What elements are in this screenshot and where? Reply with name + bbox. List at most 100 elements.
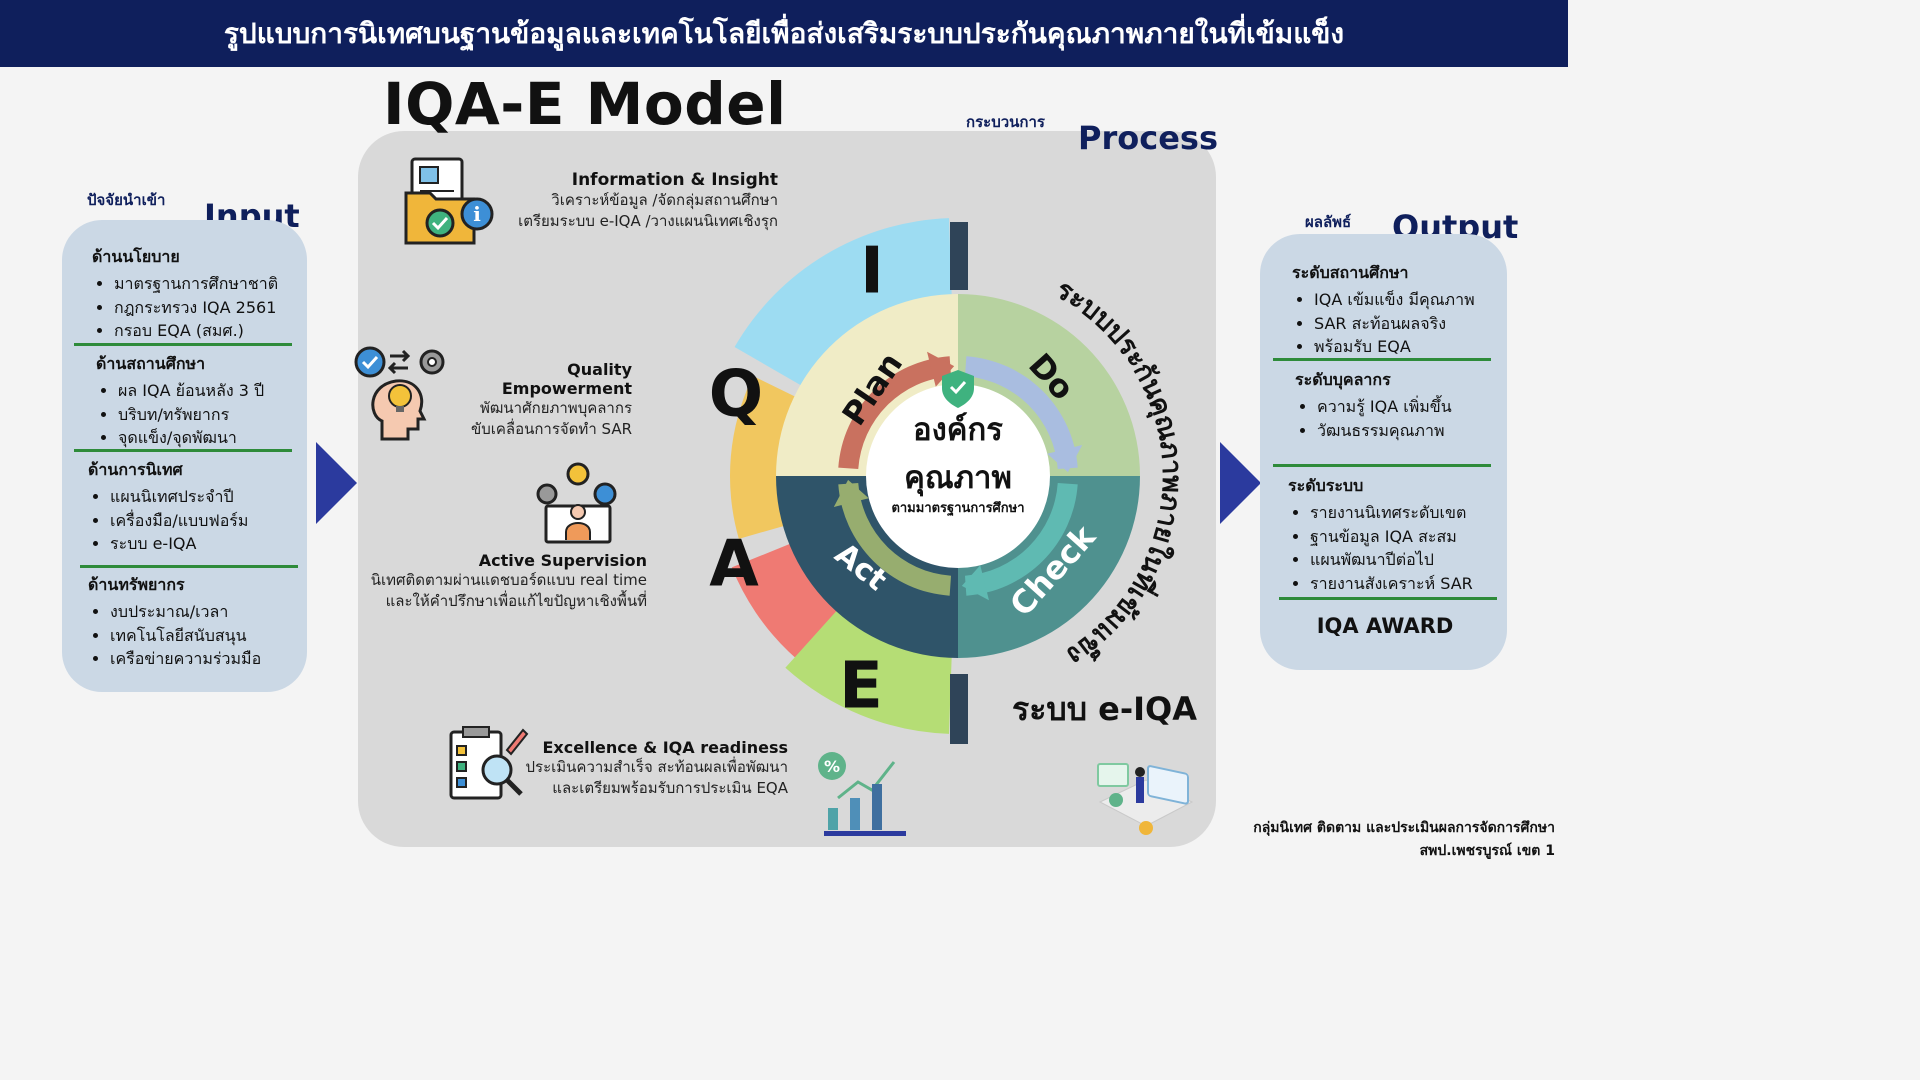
cycle-arrowhead-icon	[961, 565, 989, 601]
list-item: ความรู้ IQA เพิ่มขึ้น	[1317, 395, 1500, 419]
list-item: งบประมาณ/เวลา	[110, 600, 303, 624]
cycle-arrowhead-icon	[927, 351, 955, 387]
group-title: ด้านทรัพยากร	[88, 575, 185, 594]
list-item: บริบท/ทรัพยากร	[118, 403, 301, 427]
list-item: ฐานข้อมูล IQA สะสม	[1310, 525, 1503, 549]
list-item: SAR สะท้อนผลจริง	[1314, 312, 1502, 336]
stage-line: เตรียมระบบ e-IQA /วางแผนนิเทศเชิงรุก	[518, 212, 778, 230]
input-arrow-icon	[316, 442, 357, 524]
center-title-line1: องค์กร	[913, 412, 1003, 448]
process-label-th: กระบวนการ	[966, 113, 1045, 131]
input-label-th: ปัจจัยนำเข้า	[87, 191, 166, 209]
model-title: IQA-E Model	[383, 70, 787, 138]
stage-letter-q: Q	[709, 358, 763, 432]
center-circle	[866, 384, 1050, 568]
supervision-board-icon	[536, 462, 617, 544]
empowerment-head-icon	[354, 346, 445, 441]
list-item: เครื่องมือ/แบบฟอร์ม	[110, 509, 303, 533]
list-item: แผนนิเทศประจำปี	[110, 485, 303, 509]
stage-title: Quality Empowerment	[501, 360, 632, 398]
header-bar	[0, 0, 1568, 67]
divider	[74, 343, 292, 346]
output-group-personnel: ระดับบุคลากร ความรู้ IQA เพิ่มขึ้น วัฒนธ…	[1295, 368, 1500, 442]
svg-text:i: i	[473, 202, 481, 226]
footer-office: สพป.เพชรบูรณ์ เขต 1	[1419, 843, 1555, 859]
input-panel: ด้านนโยบาย มาตรฐานการศึกษาชาติ กฎกระทรวง…	[62, 220, 307, 692]
stage-line: ขับเคลื่อนการจัดทำ SAR	[470, 420, 632, 438]
footer-department: กลุ่มนิเทศ ติดตาม และประเมินผลการจัดการศ…	[1253, 820, 1555, 836]
cycle-arrowhead-icon	[1047, 445, 1083, 473]
list-item: ผล IQA ย้อนหลัง 3 ปี	[118, 379, 301, 403]
stage-letter-e: E	[839, 650, 883, 724]
center-subtitle: ตามมาตรฐานการศึกษา	[891, 500, 1024, 517]
stage-i-text: Information & Insight วิเคราะห์ข้อมูล /จ…	[440, 170, 778, 232]
group-title: ด้านสถานศึกษา	[96, 354, 206, 373]
group-title: ระดับบุคลากร	[1295, 370, 1391, 389]
stage-line: พัฒนาศักยภาพบุคลากร	[479, 399, 632, 417]
stage-line: และเตรียมพร้อมรับการประเมิน EQA	[552, 779, 788, 797]
divider	[80, 565, 298, 568]
stage-line: วิเคราะห์ข้อมูล /จัดกลุ่มสถานศึกษา	[551, 191, 778, 209]
list-item: มาตรฐานการศึกษาชาติ	[114, 272, 302, 296]
stage-title: Active Supervision	[478, 551, 647, 570]
list-item: เครือข่ายความร่วมมือ	[110, 647, 303, 671]
svg-text:%: %	[824, 757, 840, 776]
stage-tab	[950, 222, 968, 290]
list-item: กฎกระทรวง IQA 2561	[114, 296, 302, 320]
checklist-magnifier-icon	[449, 726, 529, 800]
input-group-school: ด้านสถานศึกษา ผล IQA ย้อนหลัง 3 ปี บริบท…	[96, 352, 301, 450]
list-item: จุดแข็ง/จุดพัฒนา	[118, 426, 301, 450]
list-item: ระบบ e-IQA	[110, 532, 303, 556]
growth-chart-icon: %	[818, 752, 906, 836]
output-panel: ระดับสถานศึกษา IQA เข้มแข็ง มีคุณภาพ SAR…	[1260, 234, 1507, 670]
check-mark-icon	[949, 380, 967, 395]
stage-letter-i: I	[860, 235, 884, 309]
cycle-arrowhead-icon	[833, 479, 869, 507]
stage-title: Excellence & IQA readiness	[542, 738, 789, 757]
stage-title: Information & Insight	[571, 170, 778, 190]
list-item: วัฒนธรรมคุณภาพ	[1317, 419, 1500, 443]
stage-line: นิเทศติดตามผ่านแดชบอร์ดแบบ real time	[370, 571, 647, 589]
list-item: รายงานนิเทศระดับเขต	[1310, 501, 1503, 525]
process-label-en: Process	[1078, 119, 1218, 157]
input-group-supervision: ด้านการนิเทศ แผนนิเทศประจำปี เครื่องมือ/…	[88, 458, 303, 556]
center-title-line2: คุณภาพ	[904, 460, 1012, 497]
stage-q-text: Quality Empowerment พัฒนาศักยภาพบุคลากร …	[440, 360, 632, 440]
list-item: แผนพัฒนาปีต่อไป	[1310, 548, 1503, 572]
divider	[74, 449, 292, 452]
e-iqa-label: ระบบ e-IQA	[1012, 690, 1197, 728]
list-item: IQA เข้มแข็ง มีคุณภาพ	[1314, 288, 1502, 312]
document-folder-icon: i	[404, 157, 494, 245]
output-group-system: ระดับระบบ รายงานนิเทศระดับเขต ฐานข้อมูล …	[1288, 474, 1503, 595]
stage-a-text: Active Supervision นิเทศติดตามผ่านแดชบอร…	[364, 551, 647, 612]
divider	[1279, 597, 1497, 600]
stage-line: ประเมินความสำเร็จ สะท้อนผลเพื่อพัฒนา	[525, 758, 788, 776]
list-item: เทคโนโลยีสนับสนุน	[110, 624, 303, 648]
stage-tab	[950, 674, 968, 744]
list-item: กรอบ EQA (สมศ.)	[114, 319, 302, 343]
group-title: ด้านนโยบาย	[92, 247, 180, 266]
stage-line: และให้คำปรึกษาเพื่อแก้ไขปัญหาเชิงพื้นที่	[385, 592, 647, 610]
group-title: ด้านการนิเทศ	[88, 460, 183, 479]
stage-sectors: I Q A E	[709, 218, 968, 744]
page-title: รูปแบบการนิเทศบนฐานข้อมูลและเทคโนโลยีเพื…	[223, 17, 1345, 50]
input-group-resources: ด้านทรัพยากร งบประมาณ/เวลา เทคโนโลยีสนับ…	[88, 573, 303, 671]
stage-sector-i	[734, 218, 952, 387]
output-arrow-icon	[1220, 442, 1261, 524]
stage-e-text: Excellence & IQA readiness ประเมินความสำ…	[500, 738, 788, 799]
stage-letter-a: A	[709, 528, 759, 602]
divider	[1273, 464, 1491, 467]
group-title: ระดับระบบ	[1288, 476, 1364, 495]
output-group-school: ระดับสถานศึกษา IQA เข้มแข็ง มีคุณภาพ SAR…	[1292, 261, 1502, 359]
iqa-award: IQA AWARD	[1316, 614, 1454, 638]
output-label-th: ผลลัพธ์	[1305, 213, 1352, 231]
group-title: ระดับสถานศึกษา	[1292, 263, 1409, 282]
divider	[1273, 358, 1491, 361]
e-iqa-system-icon	[1097, 763, 1194, 835]
input-group-policy: ด้านนโยบาย มาตรฐานการศึกษาชาติ กฎกระทรวง…	[92, 245, 302, 343]
list-item: รายงานสังเคราะห์ SAR	[1310, 572, 1503, 596]
stage-sector-e	[785, 608, 952, 734]
list-item: พร้อมรับ EQA	[1314, 335, 1502, 359]
